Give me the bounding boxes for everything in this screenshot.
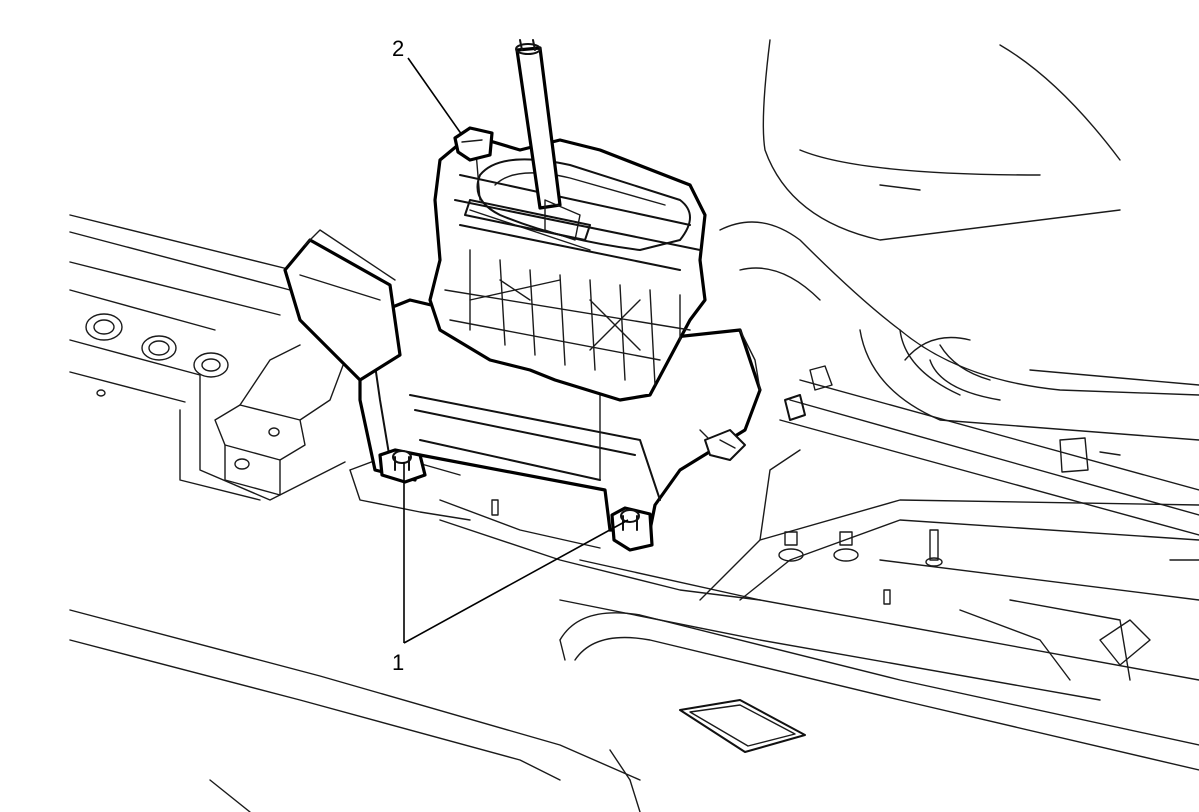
floor-studs (491, 499, 943, 605)
front-trim (559, 612, 1199, 812)
left-bracket (214, 344, 346, 496)
callout-2: 2 (392, 36, 463, 136)
seat (719, 39, 1199, 441)
callout-2-label: 2 (392, 36, 404, 61)
shifter-housing (283, 39, 762, 532)
housing-fasteners (378, 448, 654, 552)
callout-1-leader-b (403, 519, 629, 644)
seat-rail (779, 365, 1199, 666)
callout-1: 1 (392, 462, 629, 675)
callout-2-leader (407, 57, 463, 136)
callout-1-label: 1 (392, 650, 404, 675)
rail-holes (85, 313, 280, 470)
